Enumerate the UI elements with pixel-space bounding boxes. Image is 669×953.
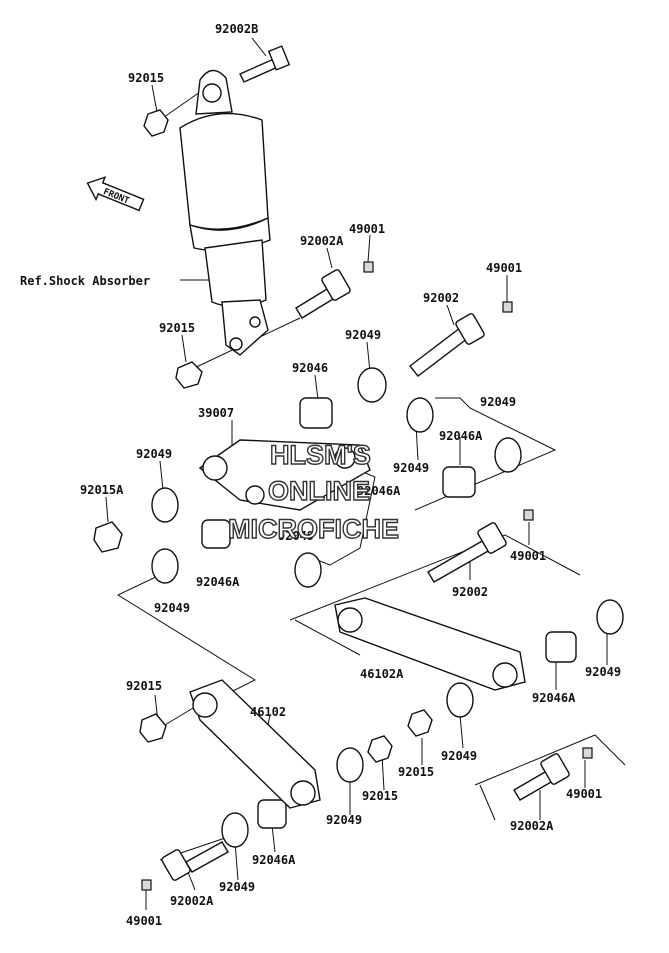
label-49001: 49001 (510, 549, 546, 563)
label-92015: 92015 (159, 321, 195, 335)
label-46102a: 46102A (360, 667, 404, 681)
label-92049: 92049 (219, 880, 255, 894)
label-49001: 49001 (126, 914, 162, 928)
label-92002: 92002 (423, 291, 459, 305)
label-49001: 49001 (566, 787, 602, 801)
label-92002a: 92002A (510, 819, 554, 833)
label-92015: 92015 (398, 765, 434, 779)
label-92015: 92015 (128, 71, 164, 85)
label-92049: 92049 (480, 395, 516, 409)
collars (151, 367, 624, 848)
label-92046a: 92046A (196, 575, 240, 589)
watermark-line-3: MICROFICHE (228, 514, 399, 544)
label-92049: 92049 (326, 813, 362, 827)
label-92049: 92049 (585, 665, 621, 679)
label-92046: 92046 (292, 361, 328, 375)
label-92049: 92049 (345, 328, 381, 342)
part-labels: 92002B 92015 49001 92002A 49001 Ref.Shoc… (20, 22, 621, 928)
label-46102: 46102 (250, 705, 286, 719)
bearings (201, 397, 577, 829)
label-92049: 92049 (393, 461, 429, 475)
ref-shock-absorber-label: Ref.Shock Absorber (20, 274, 150, 288)
tie-rod-46102 (189, 679, 321, 809)
watermark: HLSM'S ONLINE MICROFICHE (227, 439, 399, 544)
shock-absorber (179, 69, 271, 356)
rocker-arm (198, 439, 371, 511)
label-92015: 92015 (126, 679, 162, 693)
nuts (93, 109, 433, 763)
label-92046a: 92046A (532, 691, 576, 705)
label-92002: 92002 (452, 585, 488, 599)
label-92046a: 92046A (357, 484, 401, 498)
front-arrow-icon: FRONT (86, 176, 145, 212)
watermark-line-1: HLSM'S (270, 440, 371, 470)
label-39007: 39007 (198, 406, 234, 420)
label-92046a: 92046A (252, 853, 296, 867)
label-92049: 92049 (278, 529, 314, 543)
watermark-line-2: ONLINE (268, 476, 370, 506)
label-92015a: 92015A (80, 483, 124, 497)
label-92015: 92015 (362, 789, 398, 803)
label-92002a: 92002A (170, 894, 214, 908)
label-92002a: 92002A (300, 234, 344, 248)
label-92002b: 92002B (215, 22, 258, 36)
label-49001: 49001 (486, 261, 522, 275)
tie-rod-46102a (334, 597, 526, 691)
bolts (161, 45, 570, 881)
label-92049: 92049 (441, 749, 477, 763)
label-92049: 92049 (154, 601, 190, 615)
label-92049: 92049 (136, 447, 172, 461)
grease-nipples (141, 261, 593, 891)
label-92046a: 92046A (439, 429, 483, 443)
label-49001: 49001 (349, 222, 385, 236)
